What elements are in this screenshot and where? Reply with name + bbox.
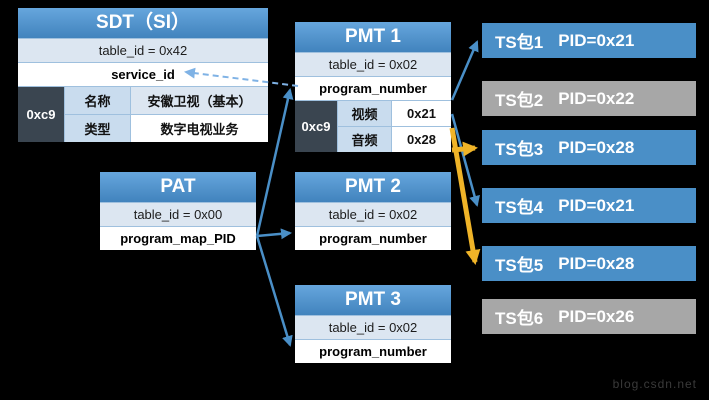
pat-table: PAT table_id = 0x00 program_map_PID xyxy=(100,172,256,250)
pmt1-service-number-cell: 0xc9 xyxy=(295,100,337,152)
ts-packet-5: TS包5 PID=0x28 xyxy=(482,246,696,281)
pmt1-title: PMT 1 xyxy=(295,22,451,52)
ts-packet-3-pid: PID=0x28 xyxy=(558,137,635,157)
sdt-name-value-cell: 安徽卫视（基本） xyxy=(130,86,268,114)
ts-packet-1-pid: PID=0x21 xyxy=(558,30,635,50)
pmt2-table: PMT 2 table_id = 0x02 program_number xyxy=(295,172,451,250)
ts-packet-2: TS包2 PID=0x22 xyxy=(482,81,696,116)
pmt1-video-pid-cell: 0x21 xyxy=(391,100,451,126)
pmt1-program-number-row: program_number xyxy=(295,76,451,100)
ts-packet-5-name: TS包5 xyxy=(495,256,544,275)
arrow-pmt1-to-ts4 xyxy=(450,113,480,207)
pmt3-program-number-row: program_number xyxy=(295,339,451,363)
ts-packet-1: TS包1 PID=0x21 xyxy=(482,23,696,58)
pmt1-stream-grid: 0xc9 视频 0x21 音频 0x28 xyxy=(295,100,451,152)
ts-packet-4: TS包4 PID=0x21 xyxy=(482,188,696,223)
arrow-pmt1-to-ts3 xyxy=(451,141,478,157)
sdt-table-id-row: table_id = 0x42 xyxy=(18,38,268,62)
watermark: blog.csdn.net xyxy=(612,377,697,391)
ts-packet-1-name: TS包1 xyxy=(495,33,544,52)
pmt3-title: PMT 3 xyxy=(295,285,451,315)
ts-packet-2-name: TS包2 xyxy=(495,91,544,110)
pmt2-table-id-row: table_id = 0x02 xyxy=(295,202,451,226)
ts-packet-3-name: TS包3 xyxy=(495,140,544,159)
sdt-table: SDT（SI） table_id = 0x42 service_id 0xc9 … xyxy=(18,8,268,142)
ts-packet-2-pid: PID=0x22 xyxy=(558,88,635,108)
pmt2-program-number-row: program_number xyxy=(295,226,451,250)
pmt3-table-id-row: table_id = 0x02 xyxy=(295,315,451,339)
sdt-type-value-cell: 数字电视业务 xyxy=(130,114,268,142)
pat-table-id-row: table_id = 0x00 xyxy=(100,202,256,226)
arrow-pat-to-pmt3 xyxy=(255,235,293,347)
sdt-title: SDT（SI） xyxy=(18,8,268,38)
arrow-pat-to-pmt2 xyxy=(256,228,292,240)
sdt-service-number-cell: 0xc9 xyxy=(18,86,64,142)
sdt-service-id-row: service_id xyxy=(18,62,268,86)
ts-packet-6-name: TS包6 xyxy=(495,309,544,328)
ts-packet-5-pid: PID=0x28 xyxy=(558,253,635,273)
sdt-type-label-cell: 类型 xyxy=(64,114,130,142)
ts-packet-3: TS包3 PID=0x28 xyxy=(482,130,696,165)
pmt1-video-label-cell: 视频 xyxy=(337,100,391,126)
pmt2-title: PMT 2 xyxy=(295,172,451,202)
pmt1-table: PMT 1 table_id = 0x02 program_number 0xc… xyxy=(295,22,451,152)
pat-program-map-pid-row: program_map_PID xyxy=(100,226,256,250)
arrow-pmt1-to-ts5 xyxy=(449,127,481,265)
ts-packet-4-pid: PID=0x21 xyxy=(558,195,635,215)
sdt-name-label-cell: 名称 xyxy=(64,86,130,114)
ts-packet-6-pid: PID=0x26 xyxy=(558,306,635,326)
pmt1-audio-pid-cell: 0x28 xyxy=(391,126,451,152)
pmt3-table: PMT 3 table_id = 0x02 program_number xyxy=(295,285,451,363)
pat-title: PAT xyxy=(100,172,256,202)
ts-packet-6: TS包6 PID=0x26 xyxy=(482,299,696,334)
ts-packet-4-name: TS包4 xyxy=(495,198,544,217)
pmt1-table-id-row: table_id = 0x02 xyxy=(295,52,451,76)
sdt-service-grid: 0xc9 名称 安徽卫视（基本） 类型 数字电视业务 xyxy=(18,86,268,142)
arrow-pmt1-to-ts1 xyxy=(450,40,479,101)
pmt1-audio-label-cell: 音频 xyxy=(337,126,391,152)
